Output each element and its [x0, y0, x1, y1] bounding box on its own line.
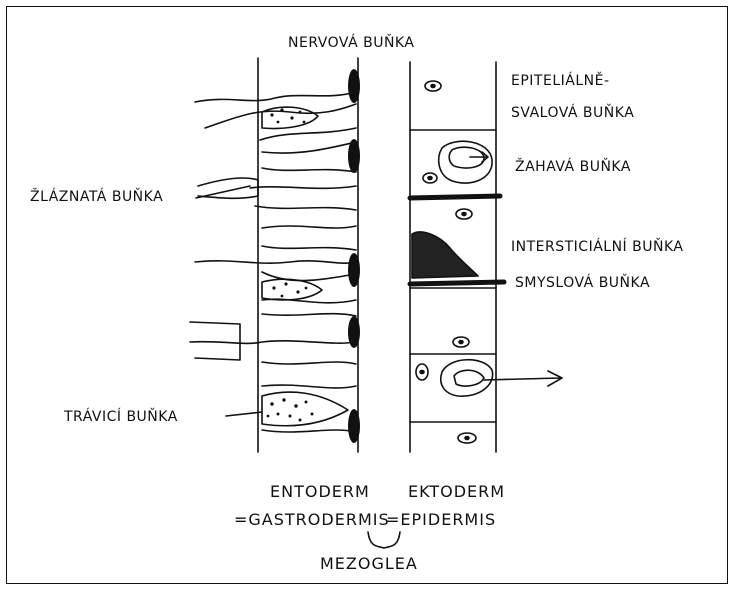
- entoderm-cell-outline: [195, 261, 356, 263]
- label-gastrodermis: =GASTRODERMIS: [234, 512, 390, 528]
- travici-cell-body: [262, 392, 348, 426]
- intersticialni-cell: [412, 232, 478, 278]
- entoderm-cell-outline: [262, 142, 356, 153]
- ektoderm-nucleus: [431, 85, 435, 88]
- smyslova-cell-bar: [410, 196, 500, 198]
- label-nervova-bunka: NERVOVÁ BUŇKA: [288, 36, 414, 50]
- label-mezoglea: MEZOGLEA: [320, 556, 418, 572]
- entoderm-layer: [190, 58, 358, 452]
- zahava-cell-discharged-inner: [454, 370, 484, 386]
- zahava-cell-discharged: [441, 360, 493, 396]
- entoderm-cell-outline: [262, 430, 356, 432]
- label-zlaznata-bunka: ŽLÁZNATÁ BUŇKA: [30, 190, 163, 204]
- label-ektoderm: EKTODERM: [408, 484, 505, 500]
- ektoderm-nucleus: [459, 341, 463, 344]
- label-zahava-bunka: ŽAHAVÁ BUŇKA: [515, 160, 631, 174]
- pointer-travici: [226, 412, 262, 416]
- label-epidermis: =EPIDERMIS: [386, 512, 496, 528]
- entoderm-cell-outline: [262, 226, 356, 228]
- ektoderm-nucleus: [428, 177, 432, 180]
- entoderm-cell-outline: [190, 341, 356, 344]
- label-smyslova-bunka: SMYSLOVÁ BUŇKA: [515, 276, 650, 290]
- granular-cell-body: [262, 279, 322, 300]
- label-intersticialni-bunka: INTERSTICIÁLNÍ BUŇKA: [511, 240, 683, 254]
- label-travici-bunka: TRÁVICÍ BUŇKA: [64, 410, 178, 424]
- entoderm-cell-outline: [262, 246, 356, 250]
- entoderm-cell-outline: [262, 168, 356, 172]
- granules: [267, 108, 314, 421]
- entoderm-cell-outline: [262, 314, 356, 316]
- entoderm-cell-outline: [262, 385, 356, 388]
- smyslova-cell-bar: [410, 282, 504, 284]
- label-epitelialne-line2: SVALOVÁ BUŇKA: [511, 106, 634, 120]
- ektoderm-nucleus: [465, 437, 469, 440]
- zahava-cnidocil-arrow: [470, 152, 488, 162]
- ektoderm-nucleus: [462, 213, 466, 216]
- entoderm-cell-outline: [250, 186, 356, 188]
- mezoglea-brace: [368, 532, 400, 548]
- entoderm-cell-outline: [262, 362, 356, 364]
- granular-cell-body: [262, 107, 318, 128]
- entoderm-cell-outline: [255, 206, 356, 210]
- label-entoderm: ENTODERM: [270, 484, 370, 500]
- label-epitelialne-line1: EPITELIÁLNĚ-: [511, 74, 610, 88]
- entoderm-cell-outline: [195, 92, 355, 102]
- pointer-zlaznata: [196, 186, 250, 198]
- entoderm-cell-outline: [260, 128, 356, 140]
- ektoderm-nucleus: [420, 371, 424, 374]
